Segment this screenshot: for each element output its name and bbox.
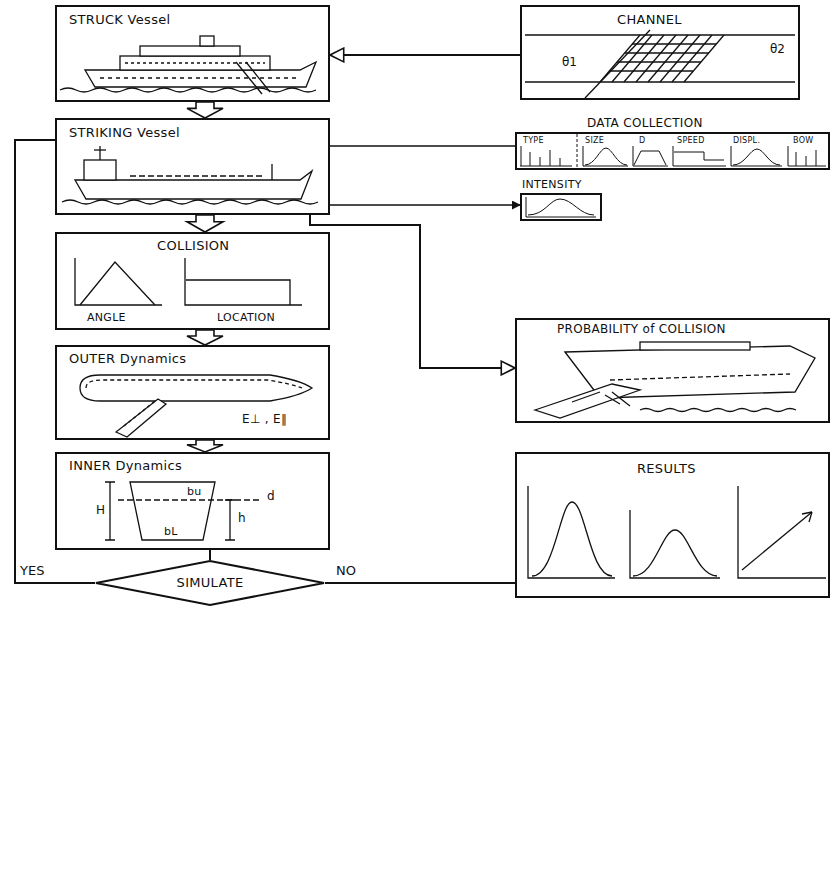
intensity-box: INTENSITY [520,193,602,221]
passenger-ship-sketch [60,36,316,94]
collision-picture [535,342,815,418]
data-collection-charts [520,134,826,168]
angle-label: θ2 [770,43,785,57]
process-box: COLLISION ANGLE LOCATION [55,232,330,330]
node-text: ANGLE [87,312,126,325]
node-text: TYPE [523,136,544,145]
results-box: RESULTS [515,452,830,598]
node-heading: PROBABILITY of COLLISION [557,323,726,337]
node-text: bu [187,486,202,499]
node-text: bL [164,526,178,539]
node-text: E⊥ , E∥ [242,413,287,427]
node-heading: CHANNEL [617,13,682,28]
picture-box: PROBABILITY of COLLISION [515,318,830,423]
node-heading: COLLISION [157,239,229,254]
results-charts [528,486,826,578]
channel-grid [525,30,795,98]
collision-charts [75,258,302,305]
angle-label: θ1 [562,56,577,70]
vessel-box: STRIKING Vessel [55,118,330,215]
flow-line [330,204,520,205]
node-text: SIZE [585,136,604,145]
node-heading: STRUCK Vessel [69,13,170,28]
block-arrow [187,330,223,345]
node-text: D [639,136,645,145]
node-text: d [267,490,275,504]
node-text: BOW [793,136,813,145]
channel-box: CHANNEL [520,5,800,100]
block-arrow [187,215,223,232]
block-arrow [187,102,223,118]
branch-label: YES [18,564,46,579]
flow-line [325,582,515,584]
flow-line [330,54,520,56]
flow-line [209,550,211,560]
branch-label: NO [334,564,358,579]
node-heading: STRIKING Vessel [69,126,180,141]
process-box: OUTER Dynamics E⊥ , E∥ [55,345,330,440]
outer-dynamics-sketch [80,375,312,437]
tanker-sketch [62,146,318,204]
node-text: DISPL. [733,136,760,145]
data-box: DATA COLLECTIONTYPESIZEDSPEEDDISPL.BOW [515,132,830,170]
node-text: LOCATION [217,312,275,325]
process-box: INNER Dynamics bu bL Hh d [55,452,330,550]
node-heading: INNER Dynamics [69,459,182,474]
flow-line [310,215,515,368]
node-heading: SIMULATE [177,576,244,591]
intensity-chart [526,197,596,217]
flow-line [330,145,515,146]
node-heading: OUTER Dynamics [69,352,186,367]
node-heading: INTENSITY [522,179,582,192]
node-text: SPEED [677,136,705,145]
vessel-box: STRUCK Vessel [55,5,330,102]
inner-dynamics-section [105,482,262,540]
node-heading: DATA COLLECTION [587,117,703,131]
decision-diamond: SIMULATE [95,560,325,606]
node-text: H [96,504,105,518]
node-heading: RESULTS [637,462,696,477]
block-arrow [187,440,223,452]
node-text: h [238,512,246,526]
